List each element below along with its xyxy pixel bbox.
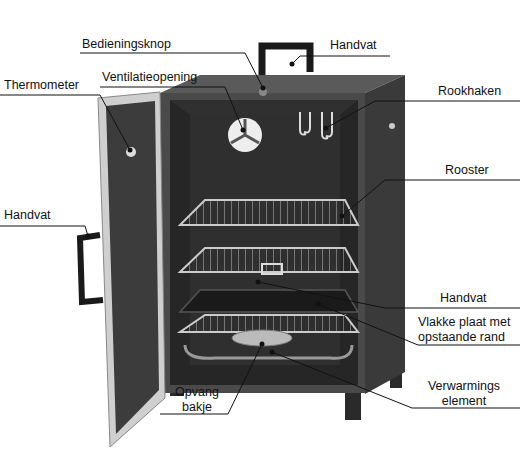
rack-handle (262, 264, 282, 274)
cabinet-front (160, 93, 365, 393)
leader-dot (316, 302, 321, 307)
leader-dot (324, 126, 329, 131)
leader-line (80, 53, 263, 88)
leader-line (160, 344, 262, 414)
leader-dot (86, 234, 91, 239)
leader-line (326, 101, 520, 128)
part-label: Vlakke plaat met opstaande rand (418, 315, 523, 345)
flat-plate (180, 290, 358, 312)
leg (345, 392, 361, 420)
leader-dot (290, 62, 295, 67)
part-label: Handvat (440, 291, 520, 306)
interior-ceiling (170, 100, 358, 115)
door-handle (80, 235, 103, 302)
leader-line (292, 56, 390, 64)
part-label: Verwarmings element (418, 379, 510, 409)
part-label: Ventilatieopening (102, 70, 232, 85)
leader-line (272, 352, 520, 408)
leader-line (0, 95, 130, 150)
vent-opening (228, 118, 262, 152)
cabinet-side (365, 75, 405, 394)
rack (180, 200, 358, 225)
leader-dot (128, 148, 133, 153)
drip-tray (232, 330, 292, 346)
part-label: Bedieningsknop (82, 37, 202, 52)
part-label: Opvang bakje (170, 385, 224, 415)
thermometer (126, 147, 136, 157)
leader-dot (340, 214, 345, 219)
rack (180, 315, 358, 332)
leader-dot (260, 342, 265, 347)
leader-line (0, 226, 88, 236)
smoke-hook (300, 112, 310, 135)
leader-dot (256, 280, 261, 285)
top-handle (262, 46, 310, 78)
part-label: Handvat (330, 38, 410, 53)
part-label: Rooster (445, 163, 521, 178)
heating-element (185, 345, 352, 358)
side-bolt (389, 123, 395, 129)
leader-dot (241, 128, 246, 133)
rack (180, 248, 358, 272)
leader-line (342, 180, 520, 216)
vent-blades (231, 119, 259, 143)
leader-line (258, 282, 520, 308)
leader-dot (270, 350, 275, 355)
leader-dots (86, 62, 345, 355)
door-panel (106, 101, 159, 434)
part-label: Thermometer (4, 78, 104, 93)
door (98, 92, 165, 447)
leader-dot (261, 86, 266, 91)
leader-line (100, 87, 243, 130)
leader-lines (0, 53, 520, 414)
part-label: Rookhaken (438, 84, 522, 99)
cabinet-interior (170, 100, 358, 385)
part-label: Handvat (4, 208, 84, 223)
